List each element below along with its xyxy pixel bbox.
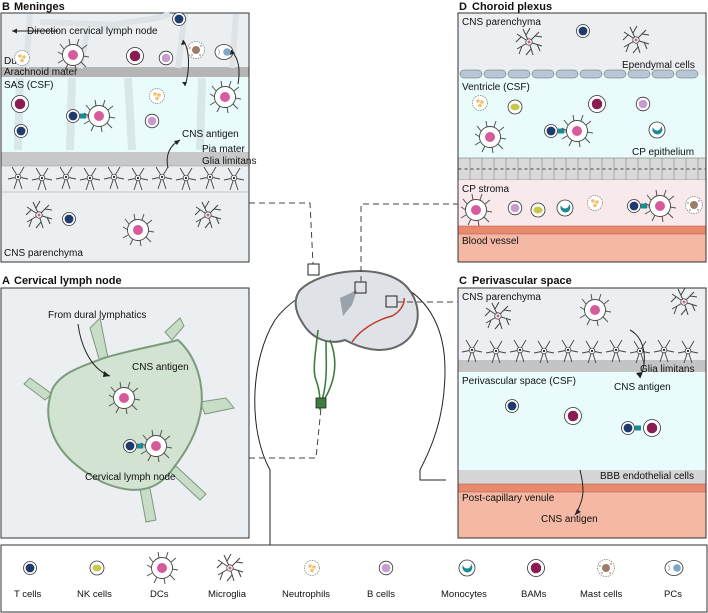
- legend-label: Neutrophils: [282, 589, 330, 600]
- legend-label: BAMs: [521, 589, 547, 600]
- panel-a-title: Cervical lymph node: [14, 275, 122, 287]
- cp-epithelium-band: [458, 157, 706, 181]
- nk-cell-icon: [89, 560, 105, 576]
- choroid-parenchyma-label: CNS parenchyma: [462, 17, 541, 28]
- panel-perivascular: C Perivascular space CNS parenchyma Glia…: [457, 275, 707, 539]
- b-cell-icon: [635, 96, 651, 112]
- pvs-parenchyma-label: CNS parenchyma: [462, 292, 541, 303]
- b-cell-icon: [158, 50, 174, 66]
- brain-shape: [294, 270, 419, 351]
- cervical-node-marker: [315, 397, 327, 409]
- node-label: Cervical lymph node: [85, 472, 176, 483]
- arachnoid-band: [1, 67, 249, 77]
- lymph-cns-antigen-label: CNS antigen: [132, 362, 189, 373]
- from-dural-label: From dural lymphatics: [48, 310, 146, 321]
- t-cell-icon: [621, 421, 635, 435]
- t-cell-icon: [23, 561, 37, 575]
- cp-stroma-label: CP stroma: [462, 184, 509, 195]
- dura-label: Dura: [4, 56, 26, 67]
- panel-choroid-plexus: D Choroid plexus CNS parenchyma Ependyma…: [457, 1, 707, 263]
- pia-band: [1, 152, 249, 166]
- venule-label: Post-capillary venule: [462, 493, 555, 504]
- bam-icon: [643, 419, 661, 437]
- sas-label: SAS (CSF): [4, 80, 53, 91]
- panel-meninges: B Meninges Direction cervical lymph node…: [0, 1, 256, 263]
- mast-cell-icon: [685, 196, 703, 214]
- t-cell-icon: [62, 212, 76, 226]
- t-cell-icon: [172, 12, 186, 26]
- nk-cell-icon: [530, 202, 546, 218]
- pvs-glia-limitans-label: Glia limitans: [640, 364, 694, 375]
- nk-cell-icon: [507, 99, 523, 115]
- bam-icon: [564, 407, 582, 425]
- legend-label: NK cells: [77, 589, 112, 600]
- neutrophil-icon: [149, 88, 165, 104]
- panel-b-title: Meninges: [14, 1, 65, 13]
- legend-label: B cells: [367, 589, 395, 600]
- t-cell-icon: [505, 399, 519, 413]
- legend-label: PCs: [664, 589, 682, 600]
- pvs-label: Perivascular space (CSF): [462, 376, 576, 387]
- pvs-cns-antigen-label-2: CNS antigen: [541, 514, 598, 525]
- ependymal-cells: [459, 69, 699, 79]
- b-cell-icon: [144, 113, 160, 129]
- b-cell-icon: [507, 200, 523, 216]
- legend-label: Mast cells: [580, 589, 622, 600]
- t-cell-icon: [576, 24, 590, 38]
- monocyte-icon: [556, 199, 574, 217]
- legend-label: DCs: [150, 589, 169, 600]
- glia-limitans-label: Glia limitans: [202, 156, 256, 167]
- bam-icon: [11, 95, 29, 113]
- head-diagram: [249, 202, 458, 560]
- cns-antigen-label: CNS antigen: [182, 129, 239, 140]
- panel-c-letter: C: [459, 275, 467, 287]
- plasma-cell-icon: [664, 560, 684, 576]
- panel-b-letter: B: [2, 1, 10, 13]
- arachnoid-label: Arachnoid mater: [4, 67, 78, 78]
- pia-label: Pia mater: [202, 144, 245, 155]
- blood-vessel-label: Blood vessel: [462, 236, 519, 247]
- t-cell-icon: [14, 124, 28, 138]
- panel-d-letter: D: [459, 1, 467, 13]
- legend-label: Monocytes: [441, 589, 487, 600]
- parenchyma-label: CNS parenchyma: [4, 248, 83, 259]
- bbb-label: BBB endothelial cells: [600, 471, 694, 482]
- plasma-cell-icon: [214, 44, 234, 60]
- direction-label: Direction cervical lymph node: [27, 26, 158, 37]
- monocyte-icon: [648, 121, 666, 139]
- neutrophil-icon: [472, 95, 488, 111]
- legend: T cells NK cells DCs Microglia Neutrophi…: [0, 544, 708, 613]
- legend-label: T cells: [14, 589, 42, 600]
- pvs-cns-antigen-label: CNS antigen: [614, 382, 671, 393]
- panel-lymph-node: A Cervical lymph node From dural lymphat…: [0, 275, 250, 539]
- red-vessel: [351, 297, 405, 343]
- mast-cell-icon: [597, 559, 615, 577]
- bam-icon: [126, 47, 144, 65]
- neutrophil-icon: [304, 560, 320, 576]
- panel-a-letter: A: [2, 275, 10, 287]
- legend-label: Microglia: [208, 589, 247, 600]
- panel-c-title: Perivascular space: [472, 275, 572, 287]
- neutrophil-icon: [587, 195, 603, 211]
- ependymal-label: Ependymal cells: [622, 60, 695, 71]
- monocyte-icon: [458, 559, 476, 577]
- ventricle-label: Ventricle (CSF): [462, 82, 530, 93]
- ventricle-shape: [340, 290, 357, 316]
- b-cell-icon: [378, 560, 394, 576]
- bam-icon: [588, 95, 606, 113]
- cp-epithelium-label: CP epithelium: [632, 147, 694, 158]
- panel-d-title: Choroid plexus: [472, 1, 552, 13]
- mast-cell-icon: [187, 41, 205, 59]
- neutrophil-icon: [14, 50, 30, 66]
- meninges-marker: [307, 263, 320, 276]
- bam-icon: [527, 559, 545, 577]
